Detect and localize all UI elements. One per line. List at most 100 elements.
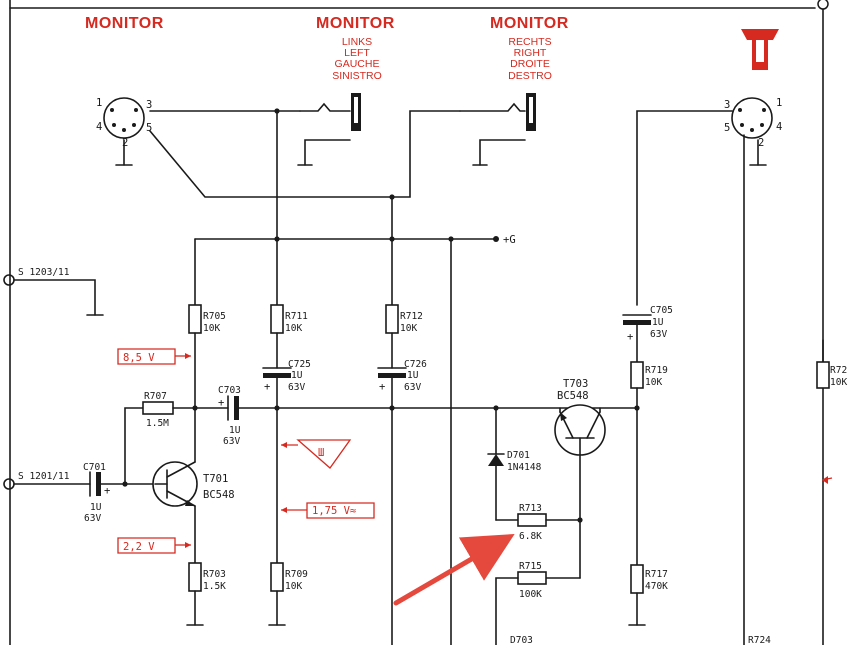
component-label: D703 [510, 635, 533, 645]
voltage-tag-1-75: 1,75 V≈ [281, 502, 375, 519]
resistor-r711: R711 10K [270, 304, 308, 334]
supply-label: +G [503, 234, 516, 246]
voltage-text: 2,2 V [123, 541, 155, 553]
component-value: 63V [288, 382, 305, 393]
component-label: T701 [203, 473, 228, 485]
component-value: 1U [229, 425, 241, 436]
resistor-r713: R713 6.8K [517, 503, 547, 542]
left-channel-text: LEFT [344, 47, 370, 59]
din-connector-left: 1 3 4 5 2 [96, 97, 152, 149]
component-label: R712 [400, 311, 423, 322]
left-channel-text: GAUCHE [335, 58, 380, 70]
component-value: 470K [645, 581, 668, 592]
component-label: R715 [519, 561, 542, 572]
transistor-t703: T703 BC548 [554, 378, 606, 521]
svg-text:+: + [264, 381, 270, 393]
component-value: 1U [291, 370, 303, 381]
capacitor-c726: + C726 1U 63V [377, 359, 427, 393]
voltage-tag-2-2: 2,2 V [117, 537, 191, 554]
resistor-r717: R717 470K [630, 564, 668, 594]
component-value: 1U [407, 370, 419, 381]
component-label: C705 [650, 305, 673, 316]
annotation-arrow [393, 533, 515, 606]
diode-d701: D701 1N4148 [487, 407, 542, 521]
switch-label: S 1203/11 [18, 267, 70, 278]
jack-right [459, 93, 536, 166]
capacitor-c705: + C705 1U 63V [622, 305, 673, 343]
resistor-r703: R703 1.5K [188, 562, 226, 592]
component-label: C701 [83, 462, 106, 473]
din-pin: 2 [122, 137, 128, 149]
component-value: 63V [404, 382, 421, 393]
din-pin: 4 [96, 121, 102, 133]
right-channel-text: DROITE [510, 58, 550, 70]
din-pin: 3 [724, 99, 730, 111]
component-label: R713 [519, 503, 542, 514]
component-value: 1N4148 [507, 462, 542, 473]
left-channel-text: SINISTRO [332, 70, 382, 82]
wire-right-din [636, 110, 733, 306]
din-pin: 1 [96, 97, 102, 109]
component-label: R705 [203, 311, 226, 322]
transistor-t701: T701 BC548 [152, 461, 235, 507]
component-label: R711 [285, 311, 308, 322]
component-value: 1.5K [203, 581, 226, 592]
component-value: 1U [652, 317, 664, 328]
right-channel-labels: RECHTS RIGHT DROITE DESTRO [508, 36, 552, 82]
component-label: C726 [404, 359, 427, 370]
component-label: R717 [645, 569, 668, 580]
component-value: 10K [645, 377, 662, 388]
resistor-r712: R712 10K [385, 304, 423, 334]
terminal-s1203: S 1203/11 [3, 267, 104, 316]
component-label: D701 [507, 450, 530, 461]
component-value: 63V [84, 513, 101, 524]
resistor-r705: R705 10K [188, 304, 226, 334]
din-pin: 1 [776, 97, 782, 109]
component-value: 1.5M [146, 418, 169, 429]
din-connector-right: 3 1 5 4 2 [724, 97, 782, 149]
component-value: 10K [285, 323, 302, 334]
voltage-text: 1,75 V≈ [312, 505, 356, 517]
wire-din-bus [149, 110, 461, 198]
din-socket-icon [741, 29, 779, 70]
resistor-r72: R72 10K [816, 339, 847, 389]
resistor-r715: R715 100K [517, 561, 547, 600]
switch-label: S 1201/11 [18, 471, 70, 482]
right-channel-text: DESTRO [508, 70, 552, 82]
component-label: T703 [563, 378, 588, 390]
jack-left [297, 93, 361, 166]
component-label: R72 [830, 365, 847, 376]
voltage-text: 8,5 V [123, 352, 155, 364]
left-channel-text: LINKS [342, 36, 372, 48]
component-label: R703 [203, 569, 226, 580]
component-value: 10K [830, 377, 847, 388]
component-label: R709 [285, 569, 308, 580]
svg-text:+: + [627, 331, 633, 343]
component-value: BC548 [557, 390, 589, 402]
component-value: 10K [203, 323, 220, 334]
capacitor-c703: + C703 1U 63V [194, 385, 241, 447]
monitor-label-3: MONITOR [490, 15, 569, 32]
right-channel-text: RIGHT [514, 47, 547, 59]
component-value: 100K [519, 589, 542, 600]
component-label: R719 [645, 365, 668, 376]
monitor-label-2: MONITOR [316, 15, 395, 32]
component-value: 6.8K [519, 531, 542, 542]
component-value: 10K [400, 323, 417, 334]
frame-terminal [817, 0, 829, 10]
component-value: 10K [285, 581, 302, 592]
component-value: 63V [223, 436, 240, 447]
resistor-r709: R709 10K [270, 562, 308, 592]
resistor-r719: R719 10K [630, 361, 668, 389]
din-pin: 5 [146, 122, 152, 134]
svg-text:+: + [104, 485, 110, 497]
din-pin: 3 [146, 99, 152, 111]
monitor-label-1: MONITOR [85, 15, 164, 32]
din-pin: 4 [776, 121, 782, 133]
din-pin: 5 [724, 122, 730, 134]
component-label: C703 [218, 385, 241, 396]
right-channel-text: RECHTS [508, 36, 551, 48]
left-channel-labels: LINKS LEFT GAUCHE SINISTRO [332, 36, 382, 82]
din-pin: 2 [758, 137, 764, 149]
